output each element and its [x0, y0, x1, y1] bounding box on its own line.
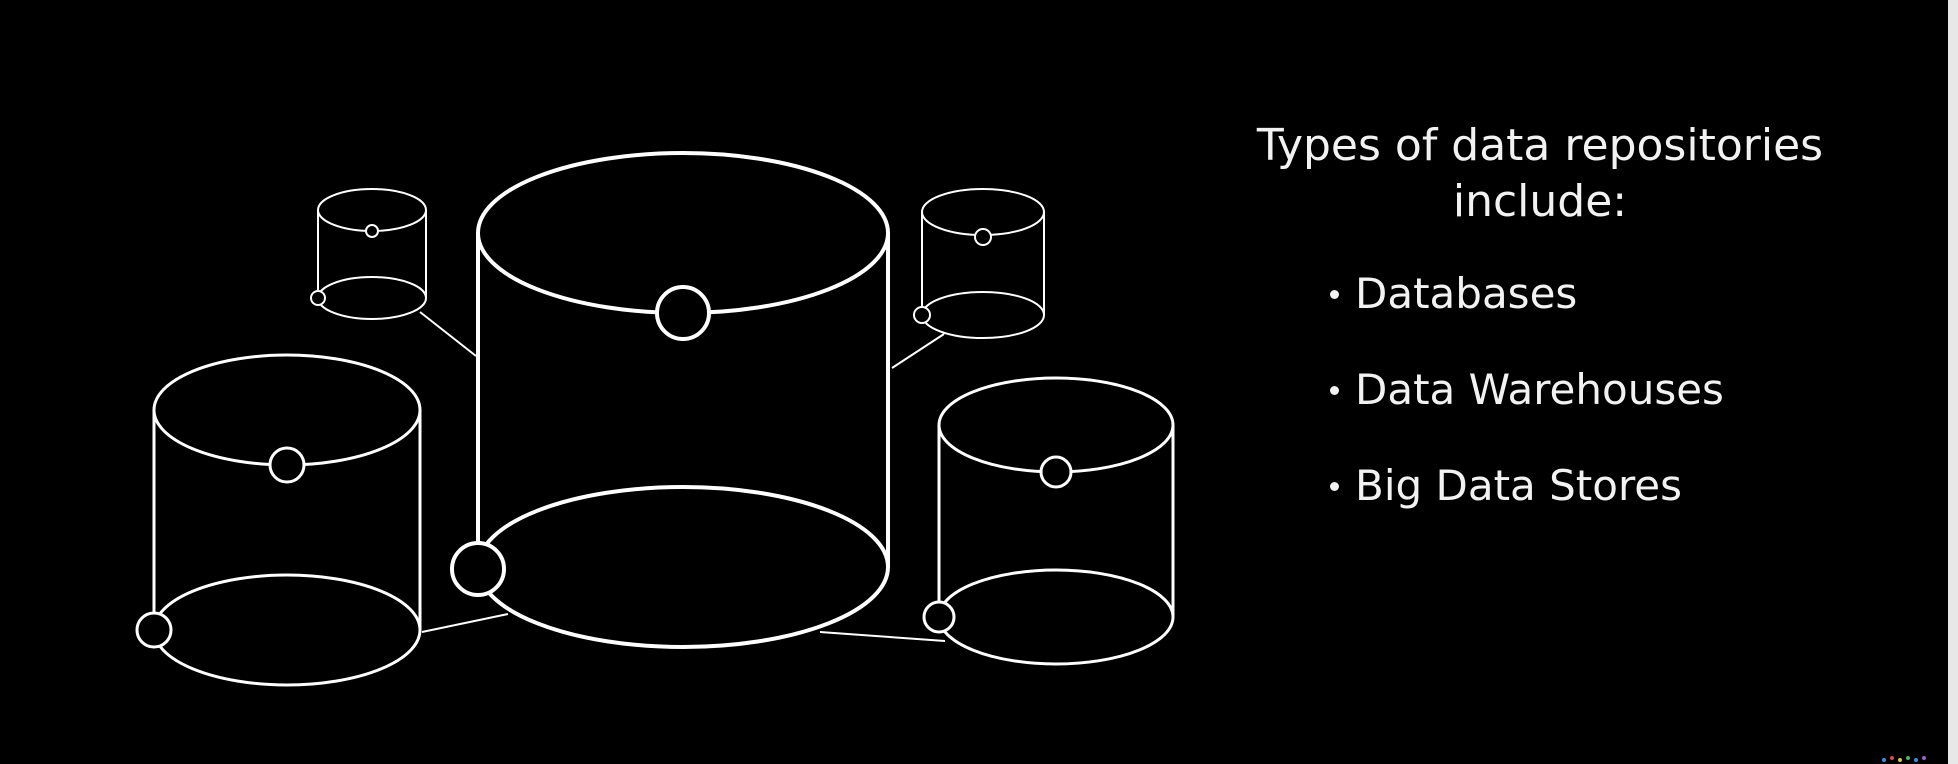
corner-logo-icon [1882, 756, 1926, 762]
large-cylinder-center [450, 151, 890, 649]
cylinder-base [317, 276, 427, 320]
text-panel: Types of data repositories include: Data… [1180, 118, 1900, 558]
cylinder-node [268, 446, 306, 484]
cylinder-node [974, 228, 992, 246]
connector-line [421, 613, 509, 633]
cylinder-node [922, 600, 956, 634]
heading-line-1: Types of data repositories [1256, 120, 1824, 171]
bullet-dot-icon [1330, 385, 1339, 395]
cylinder-base [476, 485, 890, 649]
connector-line [891, 333, 945, 369]
connector-line [819, 631, 946, 642]
connector-lines [419, 311, 946, 642]
right-edge-strip [1948, 0, 1958, 764]
bullet-list: Databases Data Warehouses Big Data Store… [1180, 270, 1900, 510]
cylinder-base [921, 291, 1045, 339]
cylinder-node [655, 285, 711, 341]
cylinder-node [135, 611, 173, 649]
bullet-dot-icon [1330, 481, 1339, 491]
small-cylinder-right [913, 188, 1045, 339]
cylinder-node [450, 541, 506, 597]
heading: Types of data repositories include: [1180, 118, 1900, 230]
bullet-dot-icon [1330, 289, 1339, 299]
bullet-item: Data Warehouses [1330, 366, 1900, 414]
cylinder-node [1039, 455, 1073, 489]
bullet-item: Databases [1330, 270, 1900, 318]
medium-cylinder-left [135, 353, 422, 687]
bullet-text: Data Warehouses [1355, 365, 1724, 414]
medium-cylinder-right [922, 376, 1175, 666]
cylinder-node [365, 224, 379, 238]
bullet-text: Databases [1355, 269, 1578, 318]
cylinder-node [310, 290, 326, 306]
cylinder-node [913, 306, 931, 324]
heading-line-2: include: [1452, 176, 1628, 227]
cylinder-base [152, 573, 422, 687]
bullet-text: Big Data Stores [1355, 461, 1683, 510]
small-cylinder-left [310, 188, 427, 320]
cylinder-base [937, 568, 1175, 666]
bullet-item: Big Data Stores [1330, 462, 1900, 510]
connector-line [419, 311, 477, 357]
